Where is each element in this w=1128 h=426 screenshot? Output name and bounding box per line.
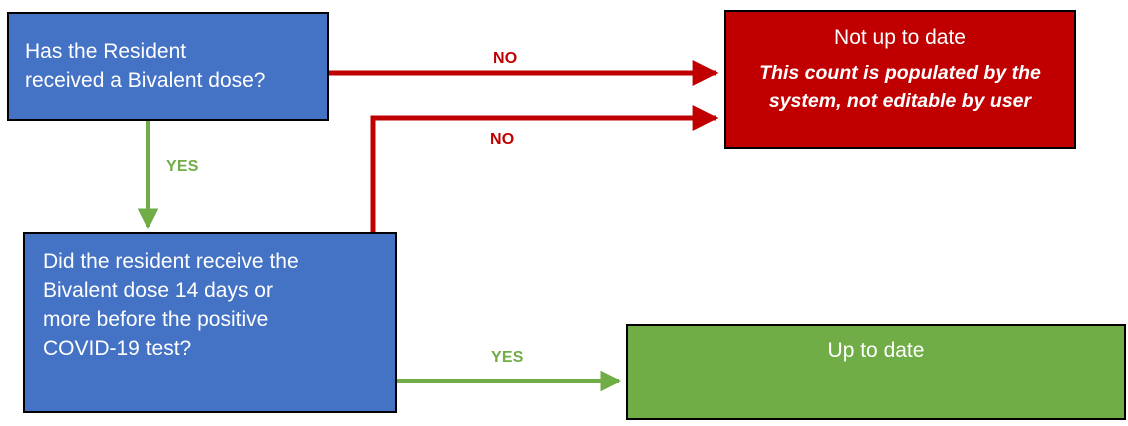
decision-node-has-bivalent-dose[interactable]: Has the Resident received a Bivalent dos… [7,12,329,121]
outcome-node-up-to-date-title: Up to date [827,339,925,362]
edge-label-q1-yes: YES [166,158,199,175]
edge-label-q2-yes: YES [491,349,524,366]
outcome-node-up-to-date[interactable]: Up to date [626,324,1126,420]
outcome-node-not-up-to-date-title: Not up to date [834,26,966,49]
decision-node-has-bivalent-dose-label: Has the Resident received a Bivalent dos… [25,39,266,92]
decision-node-dose-timing-label: Did the resident receive the Bivalent do… [43,250,299,360]
decision-node-dose-timing[interactable]: Did the resident receive the Bivalent do… [23,232,397,413]
edge-label-q2-no: NO [490,131,515,148]
outcome-node-not-up-to-date[interactable]: Not up to date This count is populated b… [724,10,1076,149]
outcome-node-not-up-to-date-note: This count is populated by the system, n… [759,62,1041,112]
edge-q2-no [370,105,719,232]
edge-label-q1-no: NO [493,50,518,67]
